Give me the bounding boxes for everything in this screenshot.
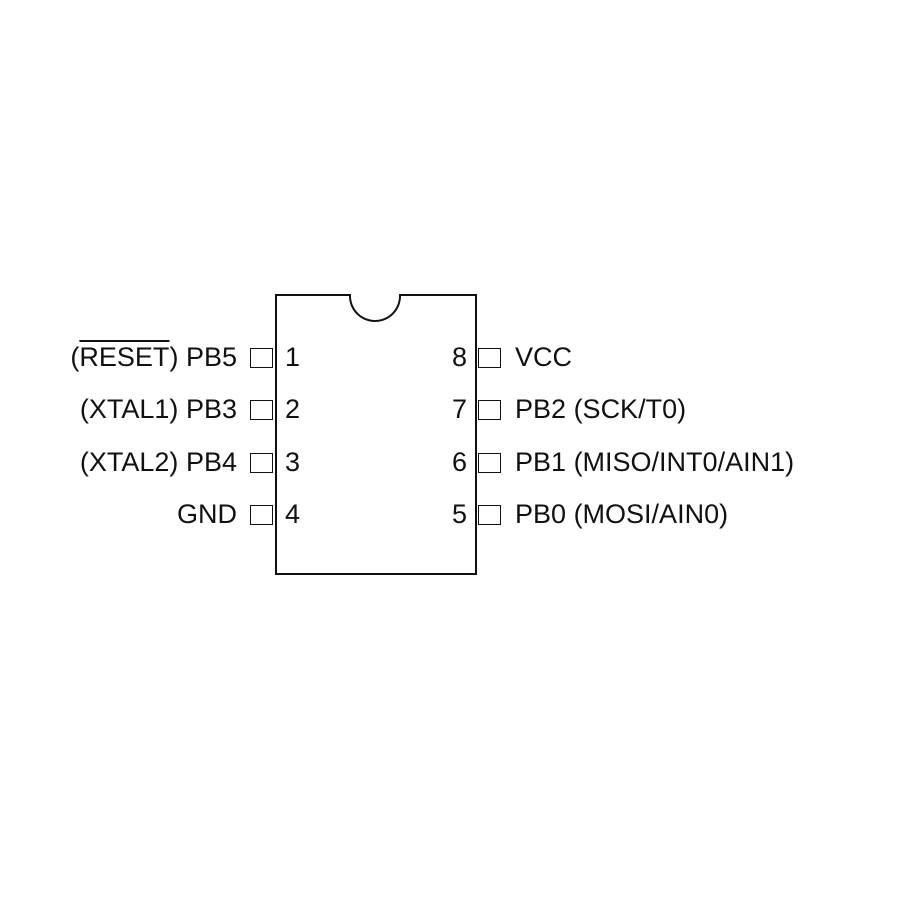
pin-pad-2 <box>250 400 273 420</box>
pin-pad-8 <box>478 348 501 368</box>
pin-number-5: 5 <box>451 499 467 529</box>
pin-number-2: 2 <box>285 394 301 424</box>
pin-pad-4 <box>250 505 273 525</box>
pin-number-1: 1 <box>285 342 301 372</box>
pin-pad-1 <box>250 348 273 368</box>
pin-number-7: 7 <box>451 394 467 424</box>
pin-label-4: GND <box>177 499 237 529</box>
pin-pad-3 <box>250 453 273 473</box>
pin-label-7: PB2 (SCK/T0) <box>515 394 687 424</box>
pin-label-8: VCC <box>515 342 573 372</box>
pin-pad-6 <box>478 453 501 473</box>
pin-pad-7 <box>478 400 501 420</box>
pin-label-5: PB0 (MOSI/AIN0) <box>515 499 729 529</box>
pin-label-1: (RESET) PB5 <box>70 342 237 372</box>
reset-overbar-text: RESET <box>79 342 170 372</box>
chip-body <box>275 294 477 575</box>
pin-number-4: 4 <box>285 499 301 529</box>
pin-pad-5 <box>478 505 501 525</box>
pin-number-3: 3 <box>285 447 301 477</box>
pin-label-6: PB1 (MISO/INT0/AIN1) <box>515 447 795 477</box>
pin-number-8: 8 <box>451 342 467 372</box>
pin-label-2: (XTAL1) PB3 <box>79 394 237 424</box>
pin-number-6: 6 <box>451 447 467 477</box>
pin-label-3: (XTAL2) PB4 <box>79 447 237 477</box>
